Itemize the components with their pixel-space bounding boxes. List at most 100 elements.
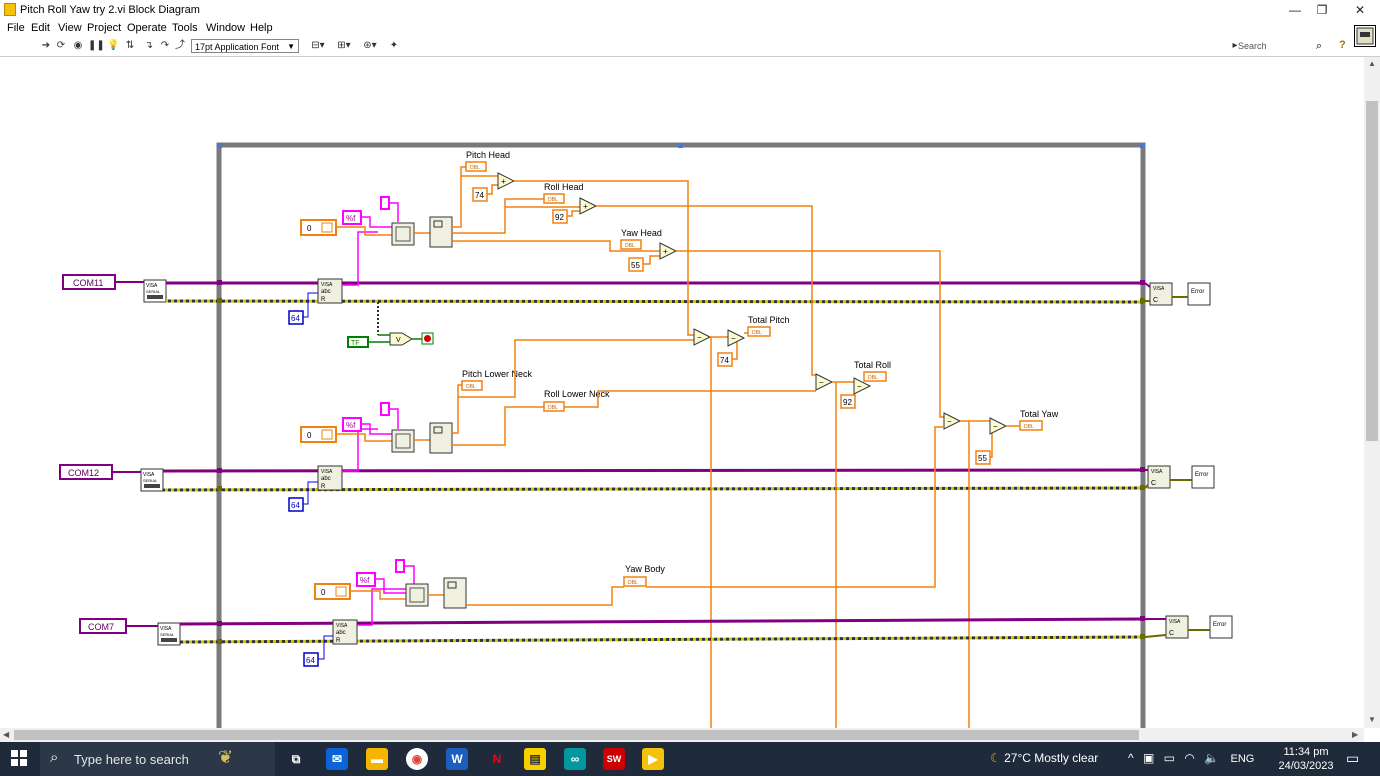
initial-value-array-1[interactable]: 0 bbox=[300, 219, 337, 236]
retain-wire-values-icon[interactable]: ⇅ bbox=[125, 40, 135, 51]
chrome-icon[interactable]: ◉ bbox=[406, 748, 428, 770]
visa-close-1[interactable]: VISA C bbox=[1149, 282, 1173, 306]
step-out-icon[interactable]: ⤴ bbox=[175, 40, 185, 51]
scan-from-string-3[interactable] bbox=[405, 583, 429, 607]
visa-resource-com11[interactable]: COM11 bbox=[62, 274, 116, 290]
string-constant-2[interactable] bbox=[380, 402, 390, 416]
menu-view[interactable]: View bbox=[58, 22, 82, 34]
visa-close-2[interactable]: VISA C bbox=[1147, 465, 1171, 489]
subtract-roll-offset[interactable]: − bbox=[853, 377, 872, 395]
run-arrow-icon[interactable]: ➔ bbox=[41, 40, 51, 51]
index-array-2[interactable] bbox=[429, 422, 453, 454]
string-constant-1[interactable] bbox=[380, 196, 390, 210]
constant-92-b[interactable]: 92 bbox=[840, 394, 856, 409]
arduino-icon[interactable]: ∞ bbox=[564, 748, 586, 770]
string-constant-3[interactable] bbox=[395, 559, 405, 573]
visa-close-3[interactable]: VISA C bbox=[1165, 615, 1189, 639]
minimize-button[interactable]: — bbox=[1289, 3, 1301, 17]
error-handler-3[interactable]: Error bbox=[1209, 615, 1233, 639]
language-indicator[interactable]: ENG bbox=[1230, 753, 1255, 765]
highlight-execution-icon[interactable]: 💡 bbox=[107, 40, 120, 51]
scan-from-string-2[interactable] bbox=[391, 429, 415, 453]
search-options-icon[interactable]: ▸ bbox=[1232, 40, 1238, 51]
wifi-icon[interactable]: ◠ bbox=[1184, 751, 1195, 765]
chevron-up-icon[interactable]: ^ bbox=[1128, 751, 1134, 765]
clock[interactable]: 11:34 pm 24/03/2023 bbox=[1276, 745, 1336, 773]
menu-tools[interactable]: Tools bbox=[172, 22, 198, 34]
reorder-icon[interactable]: ⊛▾ bbox=[363, 40, 377, 51]
align-objects-icon[interactable]: ⊟▾ bbox=[311, 40, 325, 51]
format-constant-1[interactable]: %f bbox=[342, 210, 362, 225]
constant-74-a[interactable]: 74 bbox=[472, 187, 488, 202]
netflix-icon[interactable]: N bbox=[492, 752, 502, 766]
total-roll-indicator[interactable]: Total Roll DBL bbox=[854, 360, 891, 382]
subtract-yaw-offset[interactable]: − bbox=[989, 417, 1008, 435]
scroll-right-icon[interactable]: ▶ bbox=[1352, 730, 1359, 739]
task-view-icon[interactable]: ⧉ bbox=[291, 752, 301, 766]
vi-icon[interactable] bbox=[1354, 25, 1376, 47]
scroll-down-icon[interactable]: ▼ bbox=[1368, 715, 1376, 724]
file-explorer-icon[interactable]: ▬ bbox=[366, 748, 388, 770]
pause-icon[interactable]: ❚❚ bbox=[88, 40, 105, 51]
constant-55-a[interactable]: 55 bbox=[628, 257, 644, 272]
visa-read-2[interactable]: VISA abc R bbox=[317, 465, 343, 491]
mail-app-icon[interactable]: ✉ bbox=[326, 748, 348, 770]
word-icon[interactable]: W bbox=[446, 748, 468, 770]
display-icon[interactable]: ▭ bbox=[1163, 751, 1176, 765]
initial-value-array-3[interactable]: 0 bbox=[314, 583, 351, 600]
distribute-objects-icon[interactable]: ⊞▾ bbox=[337, 40, 351, 51]
initial-value-array-2[interactable]: 0 bbox=[300, 426, 337, 443]
index-array-3[interactable] bbox=[443, 577, 467, 609]
subtract-pitch-offset[interactable]: − bbox=[727, 329, 746, 347]
block-diagram-canvas[interactable]: COM11 VISA SERIAL VISA abc R 64 TF V bbox=[0, 57, 1364, 728]
search-input[interactable]: Search bbox=[1238, 41, 1267, 51]
font-select[interactable]: 17pt Application Font ▼ bbox=[191, 39, 299, 53]
byte-count-constant-3[interactable]: 64 bbox=[303, 652, 319, 667]
visa-read-3[interactable]: VISA abc R bbox=[332, 619, 358, 645]
error-handler-2[interactable]: Error bbox=[1191, 465, 1215, 489]
byte-count-constant-2[interactable]: 64 bbox=[288, 497, 304, 512]
step-into-icon[interactable]: ↴ bbox=[144, 40, 154, 51]
subtract-yaw[interactable]: − bbox=[943, 412, 962, 430]
index-array-1[interactable] bbox=[429, 216, 453, 248]
visa-resource-com12[interactable]: COM12 bbox=[59, 464, 113, 480]
context-help-icon[interactable]: ? bbox=[1339, 39, 1346, 51]
constant-55-b[interactable]: 55 bbox=[975, 450, 991, 465]
taskbar-search[interactable]: ⌕ Type here to search ❦ bbox=[40, 742, 275, 776]
visa-configure-serial-3[interactable]: VISA SERIAL bbox=[157, 622, 181, 646]
windows-start-icon[interactable] bbox=[11, 750, 27, 766]
volume-icon[interactable]: 🔈 bbox=[1204, 751, 1220, 765]
format-constant-3[interactable]: %f bbox=[356, 572, 376, 587]
run-continuously-icon[interactable]: ⟳ bbox=[56, 40, 66, 51]
roll-head-indicator[interactable]: Roll Head DBL bbox=[543, 182, 584, 204]
labview-taskbar-icon[interactable]: ▶ bbox=[642, 748, 664, 770]
close-button[interactable]: ✕ bbox=[1354, 3, 1366, 17]
visa-read-1[interactable]: VISA abc R bbox=[317, 278, 343, 304]
while-loop[interactable] bbox=[216, 142, 1146, 728]
constant-92-a[interactable]: 92 bbox=[552, 209, 568, 224]
scroll-left-icon[interactable]: ◀ bbox=[3, 730, 10, 739]
solidworks-icon[interactable]: SW bbox=[603, 748, 625, 770]
add-head-pitch[interactable]: + bbox=[497, 172, 516, 190]
pitch-head-indicator[interactable]: Pitch Head DBL bbox=[465, 150, 510, 172]
total-yaw-indicator[interactable]: Total Yaw DBL bbox=[1019, 409, 1059, 431]
horizontal-scroll-thumb[interactable] bbox=[14, 730, 1139, 740]
menu-project[interactable]: Project bbox=[87, 22, 122, 34]
sticky-notes-icon[interactable]: ▤ bbox=[524, 748, 546, 770]
add-head-roll[interactable]: + bbox=[579, 197, 598, 215]
visa-configure-serial-1[interactable]: VISA SERIAL bbox=[143, 279, 167, 303]
constant-74-b[interactable]: 74 bbox=[717, 352, 733, 367]
error-handler-1[interactable]: Error bbox=[1187, 282, 1211, 306]
visa-configure-serial-2[interactable]: VISA SERIAL bbox=[140, 468, 164, 492]
maximize-button[interactable]: ❐ bbox=[1316, 3, 1328, 17]
abort-icon[interactable]: ◉ bbox=[73, 40, 83, 51]
or-function[interactable]: V bbox=[389, 332, 413, 346]
menu-file[interactable]: File bbox=[7, 22, 25, 34]
subtract-pitch[interactable]: − bbox=[693, 328, 712, 346]
visa-resource-com7[interactable]: COM7 bbox=[79, 618, 127, 634]
horizontal-scrollbar[interactable]: ◀ ▶ bbox=[0, 728, 1364, 742]
add-head-yaw[interactable]: + bbox=[659, 242, 678, 260]
notifications-icon[interactable]: ▭ bbox=[1346, 750, 1360, 766]
menu-edit[interactable]: Edit bbox=[31, 22, 50, 34]
format-constant-2[interactable]: %f bbox=[342, 417, 362, 432]
